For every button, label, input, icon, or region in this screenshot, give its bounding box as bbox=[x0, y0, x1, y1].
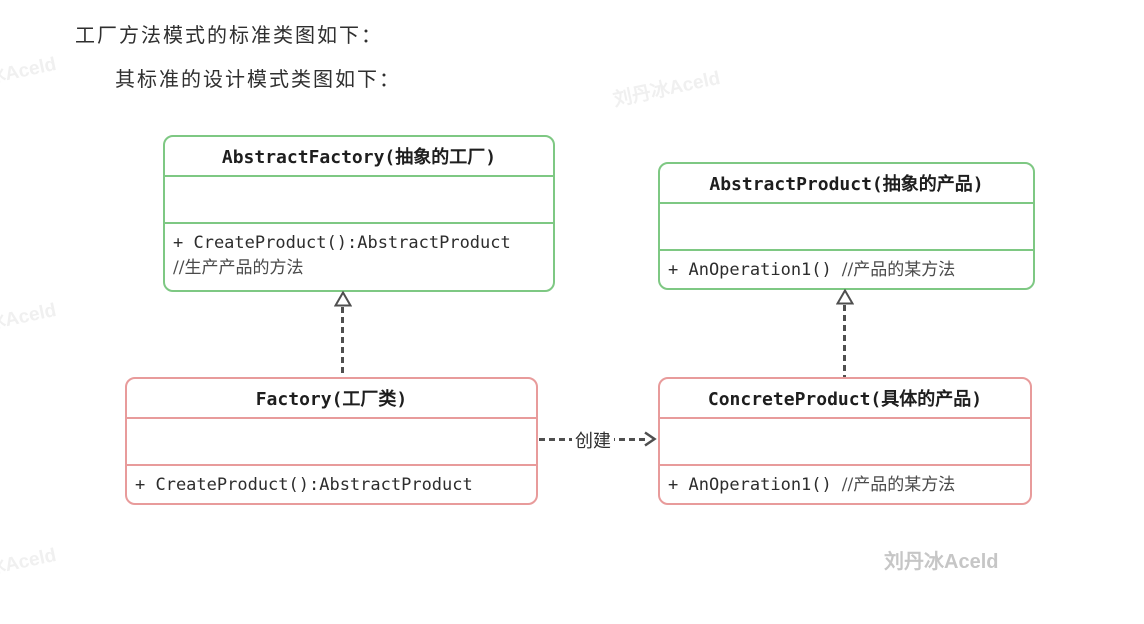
class-factory: Factory(工厂类) + CreateProduct():AbstractP… bbox=[125, 377, 538, 505]
class-abstract-factory: AbstractFactory(抽象的工厂) + CreateProduct()… bbox=[163, 135, 555, 292]
watermark: 刘丹冰Aceld bbox=[0, 53, 59, 98]
class-title: AbstractFactory(抽象的工厂) bbox=[165, 137, 553, 177]
method-signature: + CreateProduct():AbstractProduct bbox=[135, 475, 473, 495]
heading-line-2: 其标准的设计模式类图如下： bbox=[115, 69, 401, 91]
hollow-triangle-arrowhead bbox=[334, 291, 352, 307]
watermark: 刘丹冰Aceld bbox=[0, 544, 59, 589]
method-comment: //生产产品的方法 bbox=[173, 258, 304, 278]
attributes-compartment bbox=[165, 177, 553, 224]
dependency-label: 创建 bbox=[572, 427, 614, 453]
class-title: ConcreteProduct(具体的产品) bbox=[660, 379, 1030, 419]
method-signature: + AnOperation1() bbox=[668, 260, 832, 280]
watermark: 刘丹冰Aceld bbox=[0, 299, 59, 344]
attributes-compartment bbox=[660, 204, 1033, 251]
method-signature: + CreateProduct():AbstractProduct bbox=[173, 233, 511, 253]
hollow-triangle-arrowhead bbox=[836, 289, 854, 305]
heading-line-1: 工厂方法模式的标准类图如下： bbox=[75, 25, 383, 47]
class-abstract-product: AbstractProduct(抽象的产品) + AnOperation1() /… bbox=[658, 162, 1035, 290]
open-arrowhead bbox=[644, 431, 657, 447]
realization-arrow-line bbox=[341, 307, 344, 377]
methods-compartment: + AnOperation1() //产品的某方法 bbox=[660, 251, 1033, 288]
class-title: Factory(工厂类) bbox=[127, 379, 536, 419]
methods-compartment: + CreateProduct():AbstractProduct //生产产品… bbox=[165, 224, 553, 290]
watermark: 刘丹冰Aceld bbox=[611, 67, 723, 112]
attributes-compartment bbox=[127, 419, 536, 466]
realization-arrow-line bbox=[843, 305, 846, 377]
method-signature: + AnOperation1() bbox=[668, 475, 832, 495]
class-title: AbstractProduct(抽象的产品) bbox=[660, 164, 1033, 204]
method-comment: //产品的某方法 bbox=[841, 475, 956, 495]
methods-compartment: + AnOperation1() //产品的某方法 bbox=[660, 466, 1030, 503]
class-concrete-product: ConcreteProduct(具体的产品) + AnOperation1() /… bbox=[658, 377, 1032, 505]
methods-compartment: + CreateProduct():AbstractProduct bbox=[127, 466, 536, 503]
attributes-compartment bbox=[660, 419, 1030, 466]
method-comment: //产品的某方法 bbox=[841, 260, 956, 280]
author-signature: 刘丹冰Aceld bbox=[884, 551, 999, 573]
